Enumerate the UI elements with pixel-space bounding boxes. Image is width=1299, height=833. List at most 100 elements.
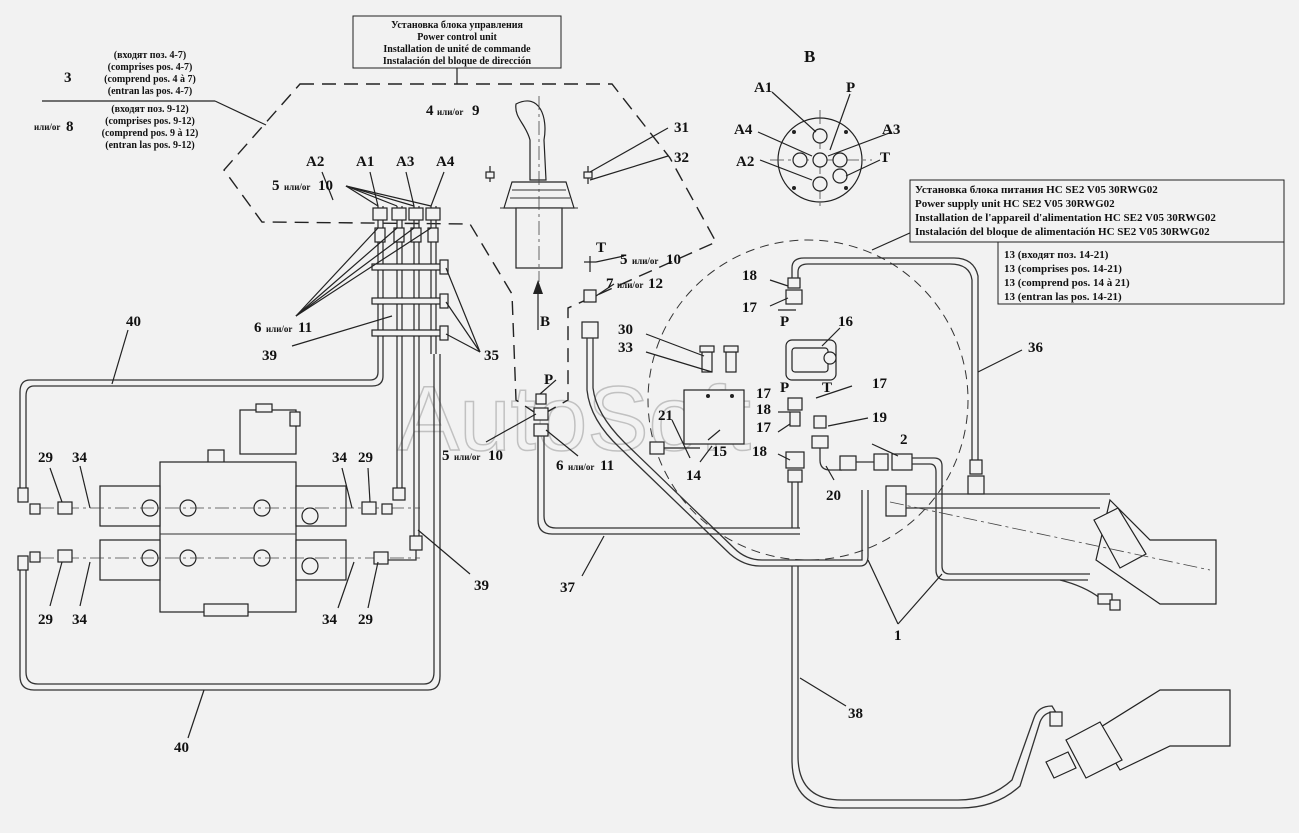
- supply-includes-line-4: 13 (entran las pos. 14-21): [1004, 291, 1122, 303]
- pressure-line-p-37: [533, 379, 800, 535]
- control-box-line-3: Installation de unité de commande: [383, 44, 531, 55]
- leader-39-bottom: [417, 529, 471, 575]
- hose-40-lower: [17, 354, 441, 691]
- legend-3-line-3: (comprend pos. 4 à 7): [104, 74, 196, 85]
- fittings-29-34: [29, 465, 393, 609]
- legend-3-number: 3: [64, 70, 72, 86]
- label-18-low: 18: [752, 444, 767, 460]
- joystick-control-lever: [500, 96, 578, 282]
- supply-includes-line-2: 13 (comprises pos. 14-21): [1004, 263, 1122, 275]
- label-t-top: T: [596, 240, 606, 256]
- label-32: 32: [674, 150, 689, 166]
- label-12: 12: [648, 276, 663, 292]
- label-a2-top: A2: [306, 154, 324, 170]
- label-35: 35: [484, 348, 499, 364]
- label-17-mid: 17: [756, 420, 772, 436]
- solenoid-valve-16: [785, 327, 841, 381]
- label-38: 38: [848, 706, 863, 722]
- leader-6-center: [545, 429, 579, 457]
- legend-8-prefix: или/or: [34, 122, 60, 132]
- legend-8-line-1: (входят поз. 9-12): [111, 104, 188, 115]
- bolt-31-32: [485, 127, 669, 184]
- supply-includes-line-1: 13 (входят поз. 14-21): [1004, 249, 1109, 261]
- label-17-top: 17: [742, 300, 758, 316]
- label-1: 1: [894, 628, 902, 644]
- distribution-valve-block: [40, 403, 420, 617]
- label-2: 2: [900, 432, 908, 448]
- leader-40-bottom: [187, 689, 205, 739]
- label-p-top: P: [780, 314, 789, 330]
- supply-box-line-4: Instalación del bloque de alimentación H…: [915, 226, 1210, 238]
- leader-5-center: [485, 413, 537, 443]
- supply-box-line-3: Installation de l'appareil d'alimentatio…: [915, 212, 1216, 224]
- control-unit-title-box: Установка блока управления Power control…: [352, 15, 562, 69]
- label-34-br: 34: [322, 612, 338, 628]
- label-or-5-10-t: или/or: [632, 256, 658, 266]
- label-11-left: 11: [298, 320, 312, 336]
- label-34-tr: 34: [332, 450, 348, 466]
- leader-38: [799, 677, 847, 707]
- label-a1-top: A1: [356, 154, 374, 170]
- label-34-tl: 34: [72, 450, 88, 466]
- legend-3-line-1: (входят поз. 4-7): [114, 50, 186, 61]
- supply-hose-36: [769, 257, 1023, 495]
- label-9: 9: [472, 103, 480, 119]
- legend-leader: [214, 100, 267, 126]
- label-36: 36: [1028, 340, 1044, 356]
- leader-35b: [445, 301, 481, 353]
- label-6-left: 6: [254, 320, 262, 336]
- lift-cylinder-lower: [791, 566, 1231, 809]
- supply-box-line-2: Power supply unit HC SE2 V05 30RWG02: [915, 198, 1115, 210]
- label-18-top: 18: [742, 268, 757, 284]
- label-20: 20: [826, 488, 841, 504]
- label-33: 33: [618, 340, 633, 356]
- label-21: 21: [658, 408, 673, 424]
- view-b-port-a2: A2: [736, 154, 754, 170]
- power-supply-dashed-outline: [647, 239, 969, 561]
- label-10-t: 10: [666, 252, 681, 268]
- label-40-top: 40: [126, 314, 141, 330]
- leaders-1: [867, 559, 943, 625]
- view-b-arrow: [533, 280, 543, 330]
- label-10-top: 10: [318, 178, 333, 194]
- label-10-center: 10: [488, 448, 503, 464]
- leaders-5-10: [321, 171, 445, 207]
- view-b-port-a3: A3: [882, 122, 900, 138]
- pilot-lines-a1-a4: [371, 206, 449, 354]
- tank-line-t: [581, 255, 869, 567]
- label-t-low: T: [822, 380, 832, 396]
- label-or-5-10: или/or: [284, 182, 310, 192]
- label-18-mid: 18: [756, 402, 771, 418]
- label-34-bl: 34: [72, 612, 88, 628]
- supply-box-line-1: Установка блока питания HC SE2 V05 30RWG…: [915, 184, 1158, 196]
- legend-8-line-4: (entran las pos. 9-12): [105, 140, 194, 151]
- supply-box-leader: [871, 231, 913, 251]
- label-29-bl: 29: [38, 612, 53, 628]
- control-box-line-4: Instalación del bloque de dirección: [383, 56, 532, 67]
- leader-40-top: [111, 329, 129, 385]
- label-29-tl: 29: [38, 450, 53, 466]
- bracket-15: [645, 333, 745, 463]
- leader-37: [581, 535, 605, 577]
- view-b-port-t: T: [880, 150, 890, 166]
- legend-3-line-2: (comprises pos. 4-7): [108, 62, 193, 73]
- label-37: 37: [560, 580, 576, 596]
- view-b-port-layout: B A1 P A4 A3 A2 T: [734, 47, 900, 210]
- label-11-center: 11: [600, 458, 614, 474]
- label-arrow-b: B: [540, 314, 550, 330]
- label-19: 19: [872, 410, 887, 426]
- legend-8-number: 8: [66, 119, 74, 135]
- control-box-line-1: Установка блока управления: [391, 20, 523, 31]
- label-or-5-10-center: или/or: [454, 452, 480, 462]
- label-or-7-12: или/or: [617, 280, 643, 290]
- view-b-port-a4: A4: [734, 122, 753, 138]
- control-box-line-2: Power control unit: [417, 32, 497, 43]
- view-b-port-a1: A1: [754, 80, 772, 96]
- view-b-title: B: [804, 47, 815, 66]
- legend-8-line-3: (comprend pos. 9 à 12): [102, 128, 199, 139]
- label-or-6-11-left: или/or: [266, 324, 292, 334]
- label-5-t: 5: [620, 252, 628, 268]
- label-40-bottom: 40: [174, 740, 189, 756]
- label-7: 7: [606, 276, 614, 292]
